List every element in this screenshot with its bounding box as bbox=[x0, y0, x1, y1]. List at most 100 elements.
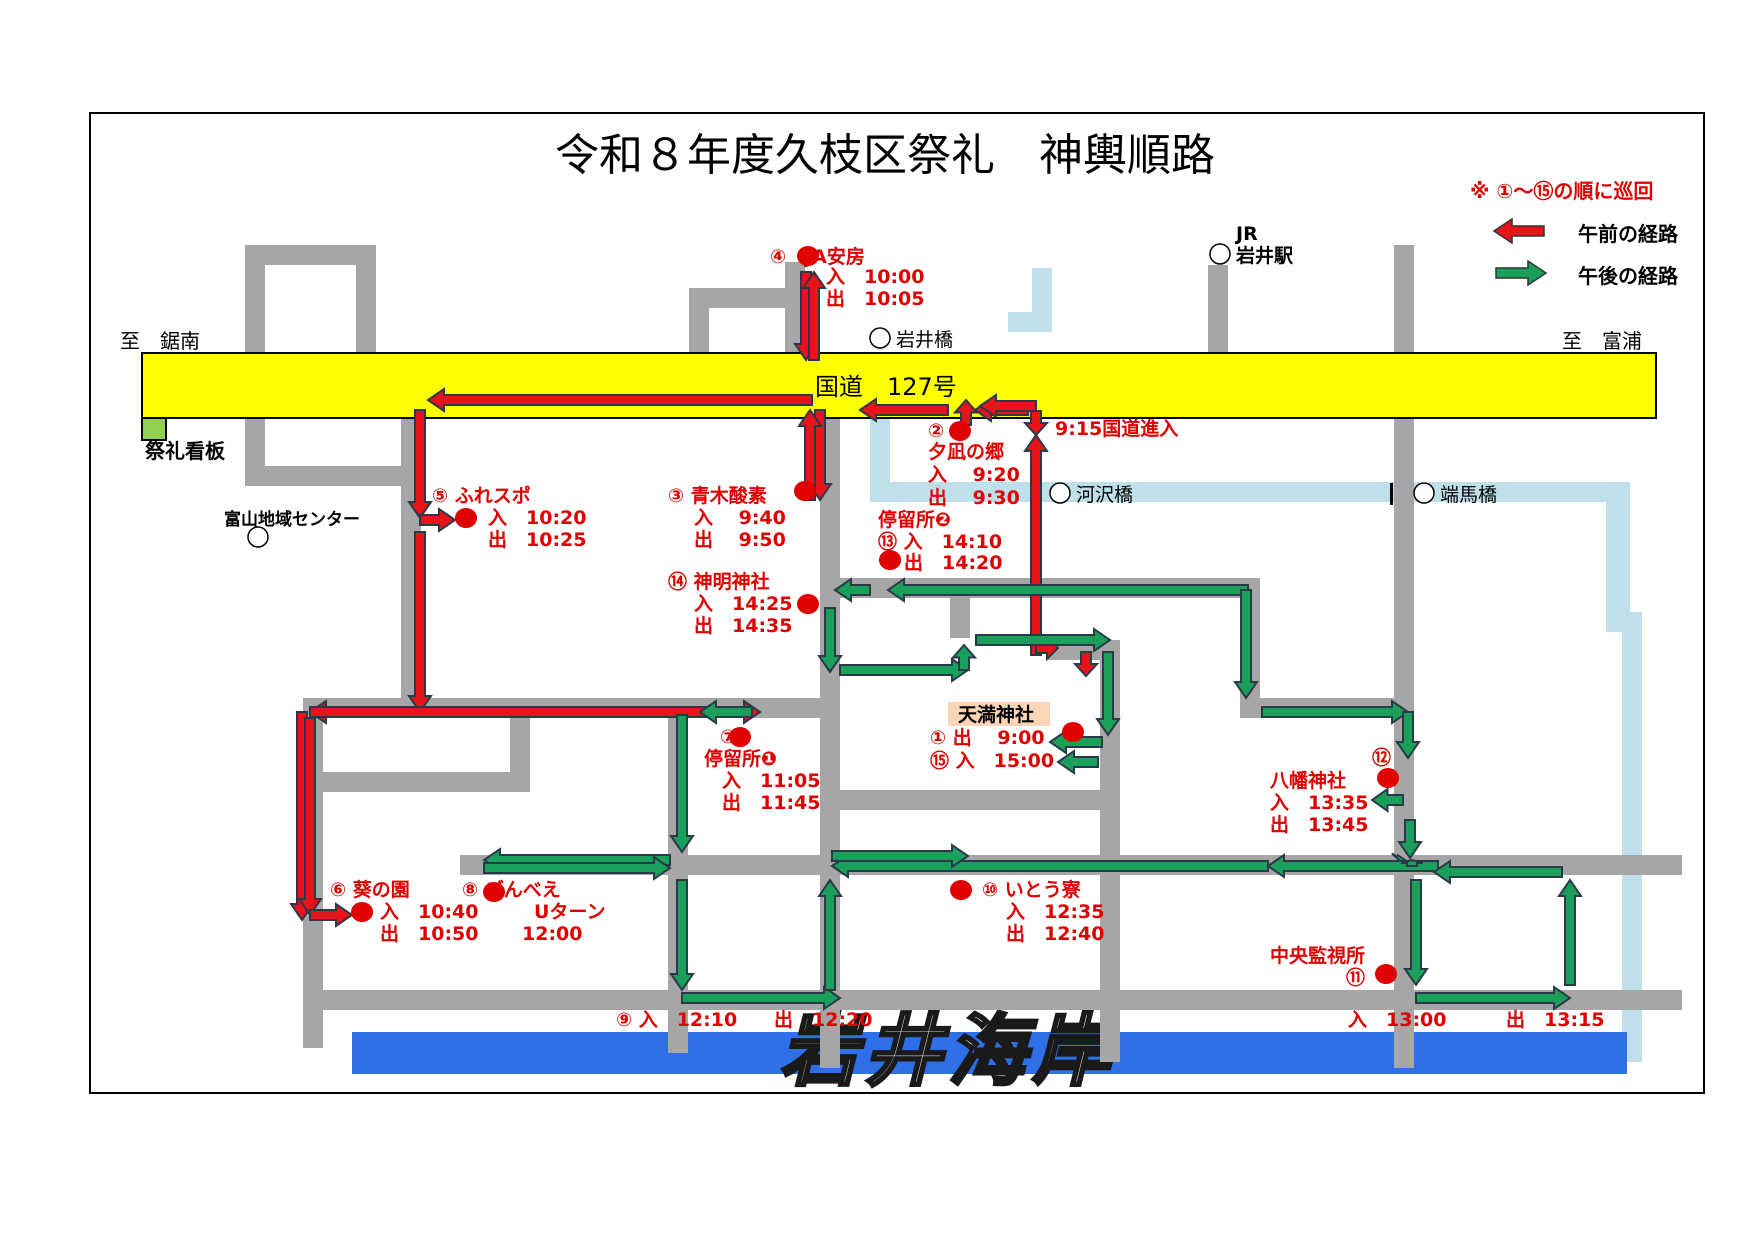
stop-markers bbox=[351, 246, 1399, 984]
map-title: 令和８年度久枝区祭礼 神輿順路 bbox=[555, 130, 1215, 181]
hashima-bridge-mark bbox=[1390, 483, 1393, 505]
afternoon-arrow-7 bbox=[1095, 651, 1121, 737]
bus-stop-2-out: 出 14:20 bbox=[904, 551, 1002, 574]
stop-6-out: 出 10:50 bbox=[380, 922, 478, 945]
stop-2-name: 夕凪の郷 bbox=[928, 440, 1004, 463]
sign-marker bbox=[141, 417, 167, 441]
stop-4-name: ④ JA安房 bbox=[770, 245, 865, 268]
tomiyama-center-label: 富山地域センター bbox=[224, 509, 360, 530]
tenman-label-bg bbox=[948, 702, 1050, 726]
iwai-bridge-label: 岩井橋 bbox=[896, 329, 953, 351]
stop-10-name: ⑩ いとう寮 bbox=[982, 878, 1082, 901]
stop-5-out: 出 10:25 bbox=[488, 528, 586, 551]
afternoon-arrow-28 bbox=[1557, 878, 1583, 986]
legend-morning-label: 午前の経路 bbox=[1578, 222, 1679, 246]
stop-dot-3 bbox=[794, 481, 816, 501]
afternoon-arrow-29 bbox=[1432, 859, 1563, 885]
highway-label: 国道 127号 bbox=[815, 373, 957, 401]
afternoon-arrow-18 bbox=[831, 843, 970, 869]
stop-dot-8 bbox=[729, 727, 751, 747]
jr-label: JR bbox=[1234, 223, 1258, 245]
morning-arrow-4 bbox=[978, 393, 1037, 419]
morning-arrow-18 bbox=[297, 717, 323, 917]
legend-note: ※ ①～⑮の順に巡回 bbox=[1470, 179, 1653, 203]
route-arrows bbox=[289, 270, 1583, 1011]
stop-14-in: 入 14:25 bbox=[694, 593, 792, 615]
hashima-bridge-circle bbox=[1413, 482, 1435, 504]
stop-dot-2 bbox=[949, 421, 971, 441]
stop-7-out: 出 11:45 bbox=[722, 791, 820, 814]
stop-dot-12 bbox=[950, 880, 972, 900]
stop-11-name: 中央監視所 bbox=[1270, 944, 1365, 967]
stop-dot-6 bbox=[797, 594, 819, 614]
tenman-in: ⑮ 入 15:00 bbox=[930, 749, 1054, 772]
stop-dot-7 bbox=[1062, 722, 1084, 742]
afternoon-arrow-1 bbox=[886, 577, 1249, 603]
stop-2-out: 出 9:30 bbox=[928, 486, 1020, 509]
stop-10-out: 出 12:40 bbox=[1006, 922, 1104, 945]
morning-arrow-12 bbox=[407, 409, 433, 520]
stop-dot-9 bbox=[1377, 768, 1399, 788]
kazawa-bridge-circle bbox=[1049, 482, 1071, 504]
stop-11-out: 出 13:15 bbox=[1506, 1008, 1604, 1031]
afternoon-arrow-5 bbox=[950, 643, 978, 671]
stop-12-num: ⑫ bbox=[1372, 746, 1391, 769]
stop-14-name: ⑭ 神明神社 bbox=[668, 570, 770, 593]
afternoon-arrow-12 bbox=[1395, 711, 1421, 760]
tenman-out: ① 出 9:00 bbox=[930, 726, 1045, 749]
afternoon-arrow-27 bbox=[1415, 985, 1572, 1011]
afternoon-arrow-24 bbox=[681, 985, 842, 1011]
stop-12-out: 出 13:45 bbox=[1270, 813, 1368, 836]
stop-5-in: 入 10:20 bbox=[488, 507, 586, 529]
stop-dot-10 bbox=[351, 902, 373, 922]
afternoon-arrow-11 bbox=[1261, 699, 1410, 725]
stop-3-in: 入 9:40 bbox=[694, 507, 786, 529]
sign-label: 祭礼看板 bbox=[144, 439, 226, 463]
stop-dot-4 bbox=[455, 508, 477, 528]
stop-dot-1 bbox=[797, 246, 819, 266]
stop-dot-11 bbox=[483, 882, 505, 902]
sea bbox=[352, 1032, 1627, 1074]
morning-arrow-20 bbox=[1072, 651, 1100, 678]
stop-10-in: 入 12:35 bbox=[1006, 901, 1104, 923]
afternoon-arrow-30 bbox=[1400, 858, 1424, 867]
afternoon-arrow-23 bbox=[669, 879, 695, 992]
afternoon-arrow-20 bbox=[669, 714, 695, 854]
bus-stop-2-name: 停留所❷ bbox=[878, 508, 951, 531]
stop-4-out: 出 10:05 bbox=[826, 287, 924, 310]
station-circle bbox=[1209, 243, 1231, 265]
afternoon-arrow-6 bbox=[975, 627, 1112, 653]
morning-arrow-5 bbox=[858, 397, 949, 423]
morning-arrow-9 bbox=[801, 270, 827, 361]
stop-11-in: 入 13:00 bbox=[1348, 1009, 1446, 1031]
stop-dot-5 bbox=[879, 550, 901, 570]
tomiyama-center-circle bbox=[247, 526, 269, 548]
stop-dot-13 bbox=[1375, 964, 1397, 984]
morning-arrow-7 bbox=[426, 387, 813, 413]
stop-8-uturn: Uターン bbox=[534, 901, 605, 923]
stop-5-name: ⑤ ふれスポ bbox=[432, 484, 531, 507]
stop-8-name: ⑧ ごんべえ bbox=[462, 878, 561, 901]
stop-7-in: 入 11:05 bbox=[722, 770, 820, 792]
stop-3-name: ③ 青木酸素 bbox=[668, 484, 767, 507]
afternoon-arrow-9 bbox=[1056, 749, 1099, 775]
stop-11-num: ⑪ bbox=[1346, 966, 1365, 989]
to-gantan-label: 至 鋸南 bbox=[120, 329, 200, 353]
to-tomiura-label: 至 富浦 bbox=[1562, 329, 1642, 353]
stop-14-out: 出 14:35 bbox=[694, 614, 792, 637]
stop-9-in: ⑨ 入 12:10 bbox=[616, 1009, 737, 1031]
stop-12-in: 入 13:35 bbox=[1270, 792, 1368, 814]
morning-arrow-2 bbox=[1023, 433, 1049, 656]
stop-8-time: 12:00 bbox=[522, 923, 582, 945]
morning-arrow-19 bbox=[309, 902, 354, 928]
bus-stop-1-name: 停留所❶ bbox=[704, 747, 777, 770]
stop-12-name: 八幡神社 bbox=[1270, 769, 1346, 792]
afternoon-arrow-13 bbox=[1370, 787, 1404, 813]
stop-9-out: 出 12:20 bbox=[774, 1008, 872, 1031]
afternoon-arrow-16 bbox=[1266, 853, 1439, 879]
tenman-name: 天満神社 bbox=[958, 703, 1034, 726]
station-label: 岩井駅 bbox=[1235, 244, 1294, 267]
stop-4-in: 入 10:00 bbox=[826, 266, 924, 288]
stop-3-out: 出 9:50 bbox=[694, 528, 786, 551]
